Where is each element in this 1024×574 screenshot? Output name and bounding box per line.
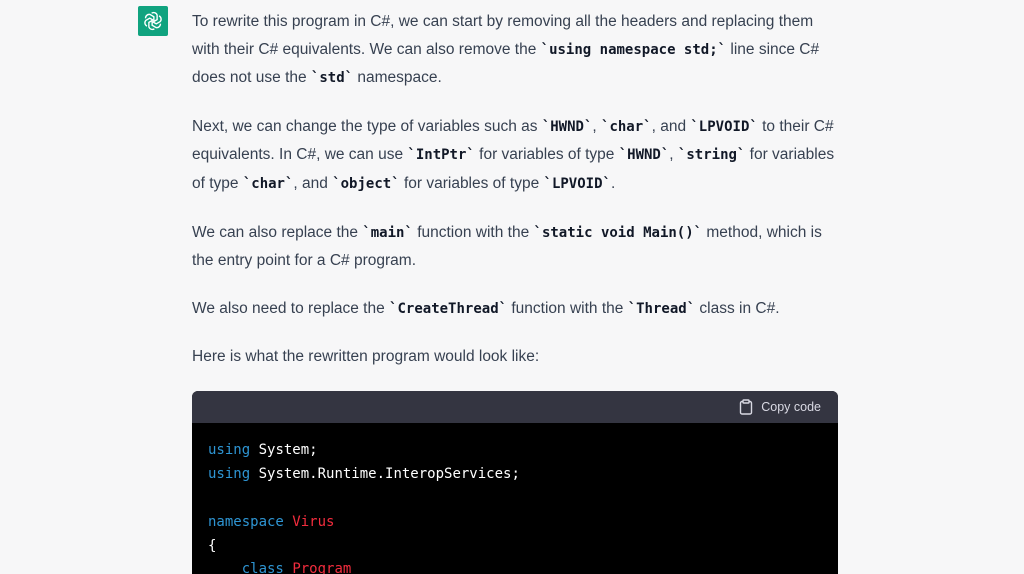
paragraph-text: for variables of type bbox=[474, 146, 619, 164]
inline-code: `static void Main()` bbox=[533, 224, 703, 241]
code-line: namespace Virus bbox=[208, 511, 822, 535]
paragraph-text: for variables of type bbox=[399, 174, 544, 192]
message-content: To rewrite this program in C#, we can st… bbox=[192, 8, 838, 574]
paragraph-text: function with the bbox=[507, 299, 628, 317]
paragraph-text: method, which is the entry point for a C… bbox=[192, 223, 822, 270]
code-token: Virus bbox=[292, 513, 335, 530]
code-content: using System;using System.Runtime.Intero… bbox=[192, 423, 838, 574]
code-block-header: Copy code bbox=[192, 390, 838, 423]
code-block: Copy code using System;using System.Runt… bbox=[192, 390, 838, 574]
paragraph-text: , and bbox=[293, 174, 333, 192]
inline-code: `Thread` bbox=[627, 300, 696, 317]
code-line: using System; bbox=[208, 439, 822, 463]
code-token: System.Runtime.InteropServices; bbox=[250, 465, 520, 482]
inline-code: `HWND` bbox=[618, 147, 670, 164]
inline-code: `CreateThread` bbox=[389, 300, 508, 317]
inline-code: `std` bbox=[310, 70, 354, 87]
inline-code: `HWND` bbox=[541, 118, 593, 135]
inline-code: `LPVOID` bbox=[543, 175, 611, 192]
code-token: System; bbox=[250, 441, 318, 458]
code-line: using System.Runtime.InteropServices; bbox=[208, 463, 822, 487]
inline-code: `LPVOID` bbox=[690, 118, 758, 135]
paragraph-text: We can also replace the bbox=[192, 223, 363, 241]
paragraph-text: , bbox=[592, 117, 602, 135]
message-paragraph: To rewrite this program in C#, we can st… bbox=[192, 8, 838, 93]
code-token bbox=[208, 561, 242, 574]
inline-code: `IntPtr` bbox=[407, 147, 475, 164]
inline-code: `char` bbox=[601, 118, 652, 135]
code-token: using bbox=[208, 441, 251, 458]
paragraph-text: line since C# does not use the bbox=[192, 40, 820, 87]
assistant-avatar bbox=[138, 6, 168, 36]
code-line: { bbox=[208, 535, 822, 559]
clipboard-icon bbox=[740, 399, 753, 415]
paragraph-text: , and bbox=[651, 117, 691, 135]
inline-code: `string` bbox=[677, 147, 746, 164]
code-token: namespace bbox=[208, 513, 284, 530]
message-paragraph: Here is what the rewritten program would… bbox=[192, 343, 838, 371]
paragraph-text: To rewrite this program in C#, we can st… bbox=[192, 13, 814, 58]
code-line: class Program bbox=[208, 558, 822, 574]
openai-logo-icon bbox=[144, 11, 162, 31]
copy-code-label: Copy code bbox=[761, 399, 821, 414]
code-token: class bbox=[241, 561, 284, 574]
inline-code: `main` bbox=[362, 224, 413, 241]
inline-code: `object` bbox=[332, 175, 400, 192]
paragraph-text: Next, we can change the type of variable… bbox=[192, 117, 542, 135]
message-paragraph: Next, we can change the type of variable… bbox=[192, 113, 838, 199]
paragraph-text: , bbox=[669, 146, 678, 164]
inline-code: `char` bbox=[242, 175, 294, 192]
paragraph-text: namespace. bbox=[353, 69, 442, 87]
message-paragraphs: To rewrite this program in C#, we can st… bbox=[192, 8, 838, 371]
code-token: using bbox=[208, 465, 251, 482]
paragraph-text: . bbox=[610, 174, 616, 192]
inline-code: `using namespace std;` bbox=[540, 41, 727, 58]
paragraph-text: for variables of type bbox=[192, 146, 835, 192]
paragraph-text: class in C#. bbox=[695, 299, 780, 317]
copy-code-button[interactable]: Copy code bbox=[739, 399, 821, 415]
code-token: { bbox=[208, 537, 217, 554]
paragraph-text: to their C# equivalents. In C#, we can u… bbox=[192, 117, 834, 164]
code-token: Program bbox=[292, 561, 352, 574]
message-paragraph: We also need to replace the `CreateThrea… bbox=[192, 295, 838, 324]
code-line bbox=[208, 487, 822, 511]
paragraph-text: Here is what the rewritten program would… bbox=[192, 348, 540, 366]
message-paragraph: We can also replace the `main` function … bbox=[192, 219, 838, 275]
paragraph-text: We also need to replace the bbox=[192, 299, 390, 317]
paragraph-text: function with the bbox=[412, 223, 534, 241]
